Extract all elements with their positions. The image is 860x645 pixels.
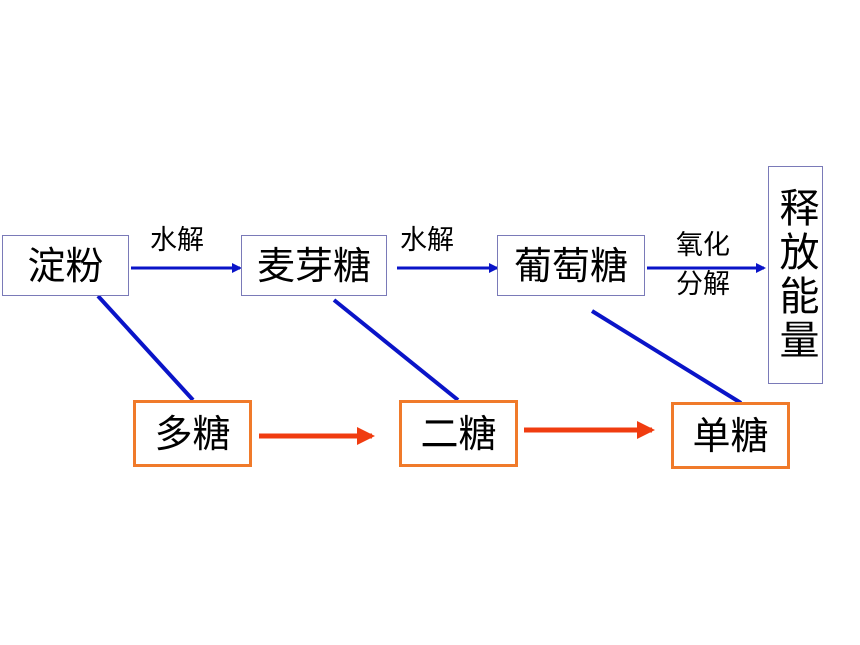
release-energy-label: 释放能量: [772, 187, 819, 363]
hydrolysis-label-2: 水解: [400, 225, 454, 256]
polysaccharide-box: 多糖: [133, 400, 252, 467]
oxidation-label-line2: 分解: [676, 269, 730, 300]
release-energy-box: 释放能量: [768, 166, 823, 384]
maltose-label: 麦芽糖: [256, 243, 371, 288]
link-starch-polysaccharide: [96, 294, 195, 402]
link-glucose-monosaccharide: [590, 309, 743, 405]
glucose-label: 葡萄糖: [513, 243, 628, 288]
disaccharide-label: 二糖: [420, 411, 497, 456]
oxidation-label-line1: 氧化: [676, 230, 730, 261]
monosaccharide-box: 单糖: [671, 402, 790, 469]
disaccharide-box: 二糖: [399, 400, 518, 467]
monosaccharide-label: 单糖: [692, 413, 769, 458]
starch-box: 淀粉: [2, 235, 129, 296]
glucose-box: 葡萄糖: [497, 235, 645, 296]
link-maltose-disaccharide: [332, 298, 460, 402]
polysaccharide-label: 多糖: [154, 411, 231, 456]
starch-label: 淀粉: [27, 243, 104, 288]
maltose-box: 麦芽糖: [241, 235, 387, 296]
hydrolysis-label-1: 水解: [150, 225, 204, 256]
